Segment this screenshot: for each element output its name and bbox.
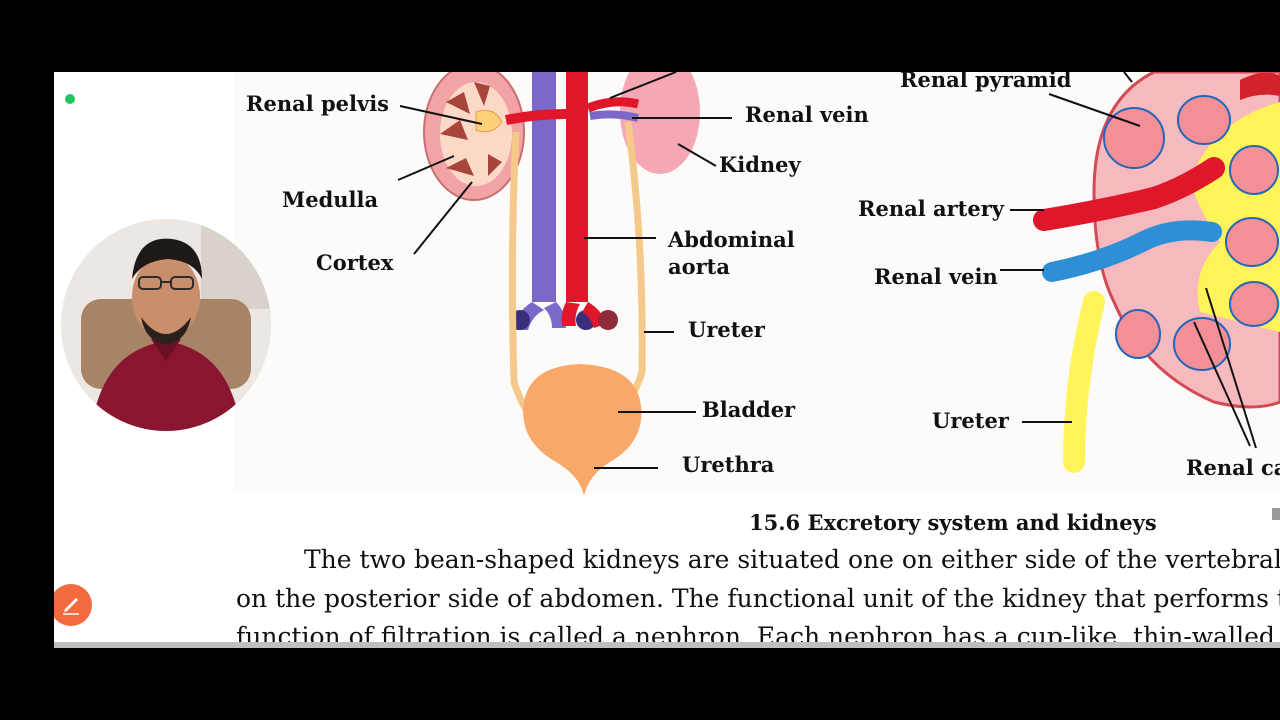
figure-caption: 15.6 Excretory system and kidneys (749, 510, 1157, 535)
paragraph-line-2: on the posterior side of abdomen. The fu… (236, 584, 1280, 613)
bladder-shape (523, 364, 642, 496)
label-abdominal: Abdominal (668, 227, 795, 252)
label-ureter-right: Ureter (932, 408, 1009, 433)
pen-edit-button[interactable] (54, 584, 92, 626)
label-kidney: Kidney (719, 152, 801, 177)
label-renal-vein-right: Renal vein (874, 264, 998, 289)
label-bladder: Bladder (702, 397, 796, 422)
label-renal-vein-left: Renal vein (745, 102, 869, 127)
label-urethra: Urethra (682, 452, 775, 477)
label-renal-pyramid: Renal pyramid (900, 72, 1072, 92)
label-medulla: Medulla (282, 187, 379, 212)
recording-dot-icon (65, 94, 75, 104)
bottom-scrollbar[interactable] (54, 642, 1280, 648)
webcam-overlay (61, 219, 271, 431)
right-kidney (620, 72, 700, 174)
label-renal-pelvis: Renal pelvis (246, 91, 390, 116)
label-aorta: aorta (668, 254, 730, 279)
label-ureter-left: Ureter (688, 317, 765, 342)
left-kidney (423, 72, 525, 201)
document-viewer: Renal pelvis Medulla Cortex Renal vein K… (54, 72, 1280, 648)
label-renal-artery: Renal artery (858, 196, 1004, 221)
label-renal-calyx: Renal ca (1186, 455, 1280, 480)
pen-edit-icon (63, 598, 79, 615)
paragraph-line-1: The two bean-shaped kidneys are situated… (304, 545, 1280, 574)
label-cortex: Cortex (316, 250, 394, 275)
excretory-system-diagram (234, 72, 1280, 496)
scrollbar-marker[interactable] (1272, 508, 1280, 520)
presenter-avatar (61, 219, 271, 431)
